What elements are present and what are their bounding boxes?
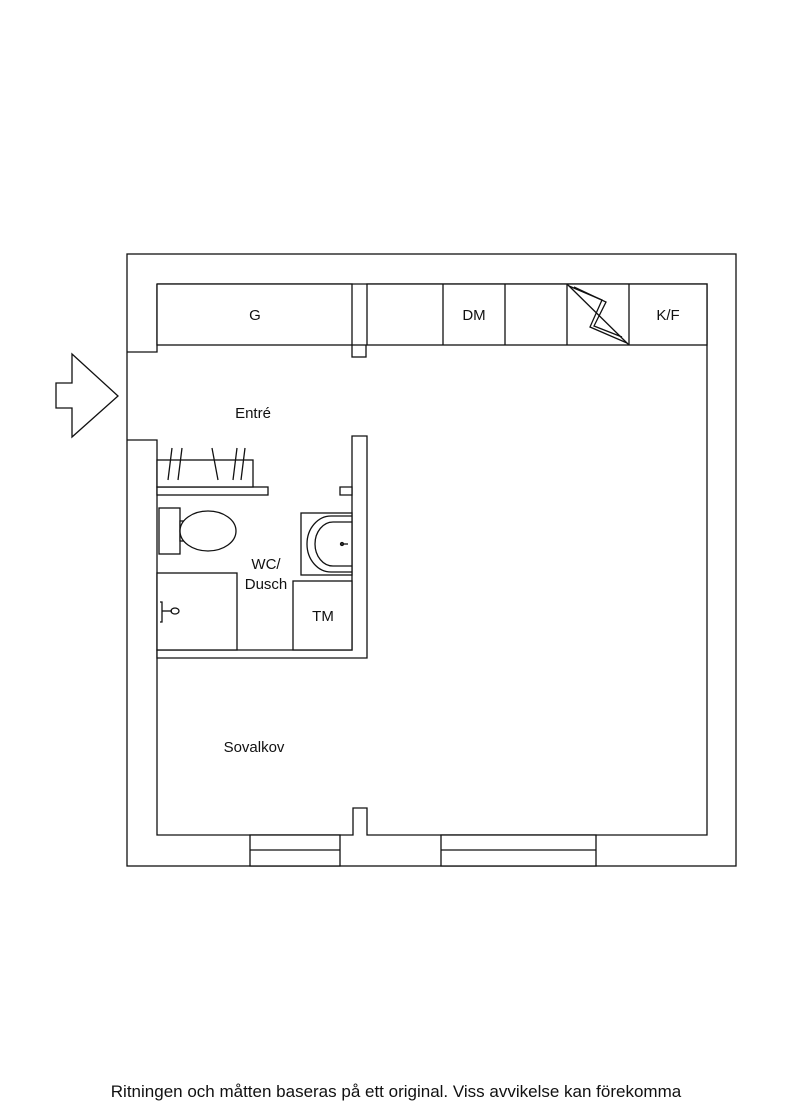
stove-icon: [566, 283, 630, 346]
label-wc: WC/: [251, 556, 281, 573]
label-entre: Entré: [235, 405, 271, 422]
label-tm: TM: [312, 608, 334, 625]
label-g: G: [249, 307, 261, 324]
outer-wall: [126, 253, 737, 867]
bathroom-top-wall: [156, 486, 269, 496]
label-dusch: Dusch: [245, 576, 288, 593]
wardrobe-g: [156, 283, 353, 346]
sink-icon: [300, 512, 353, 576]
shower-icon: [156, 572, 238, 651]
window-right: [440, 834, 597, 867]
label-sovalkov: Sovalkov: [224, 739, 285, 756]
washing-machine: [292, 580, 353, 651]
label-kf: K/F: [656, 307, 679, 324]
kitchen-row: [366, 283, 708, 346]
bathroom-wall-stub: [339, 486, 353, 496]
partition-stub: [351, 344, 367, 358]
hall-shelf: [156, 447, 254, 488]
disclaimer-caption: Ritningen och måtten baseras på ett orig…: [110, 1082, 682, 1101]
entrance-arrow-icon: [55, 352, 119, 439]
label-dm: DM: [462, 307, 485, 324]
window-left: [249, 834, 341, 867]
toilet-icon: [158, 507, 237, 555]
